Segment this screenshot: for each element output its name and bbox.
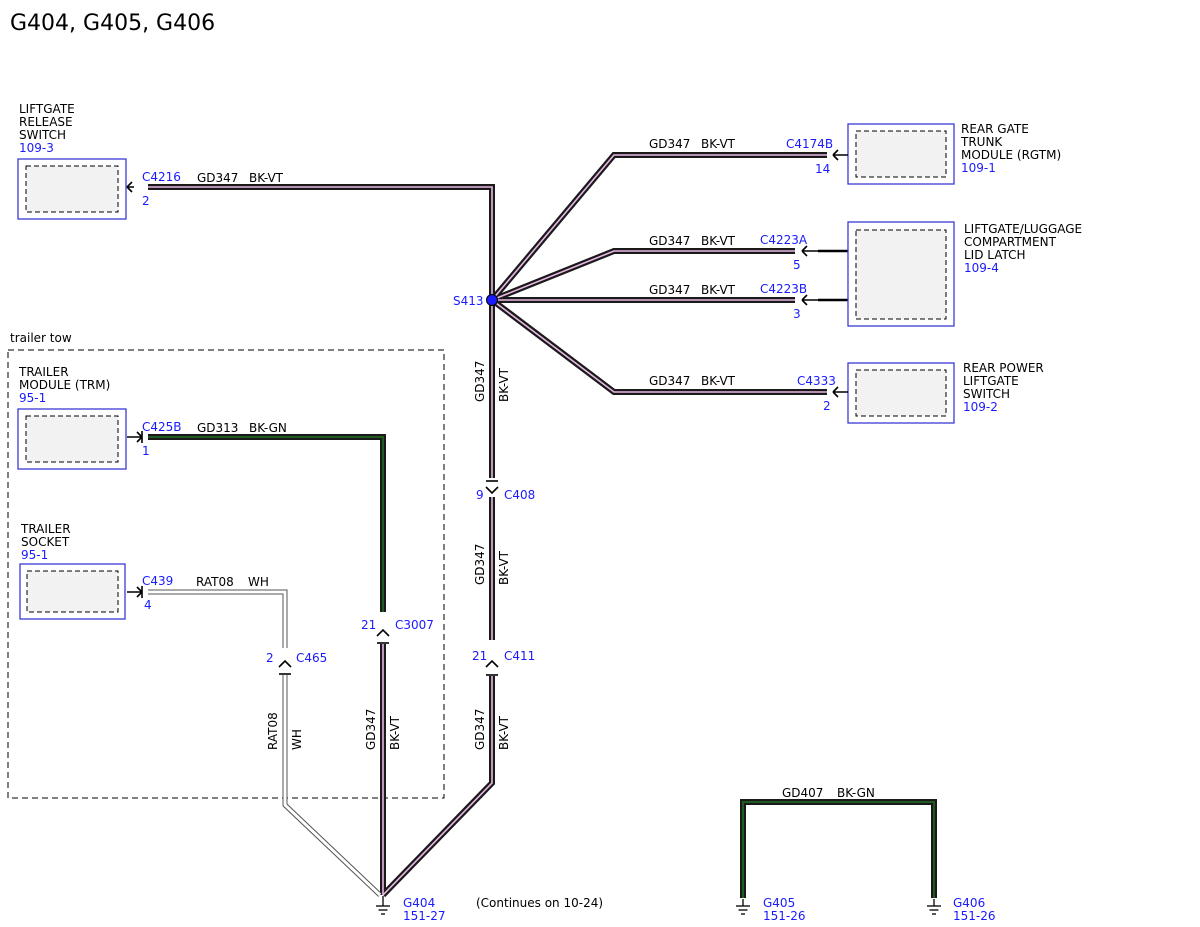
connector-bars xyxy=(279,480,498,676)
socket-name-2: SOCKET xyxy=(21,535,70,549)
w-trm-circuit: GD313 xyxy=(197,421,238,435)
c3007-pin: 21 xyxy=(361,618,376,632)
w-g405-g406-circuit: GD407 xyxy=(782,786,823,800)
ground-g404-symbol xyxy=(376,896,390,915)
c4174b-id: C4174B xyxy=(786,137,833,151)
w-c4216-circuit: GD347 xyxy=(197,171,238,185)
c465-id: C465 xyxy=(296,651,327,665)
g404-id: G404 xyxy=(403,896,435,910)
c4333-id: C4333 xyxy=(797,374,836,388)
c4223a-id: C4223A xyxy=(760,233,808,247)
connector-symbols xyxy=(126,149,848,668)
w-c465-g404-color: WH xyxy=(290,729,304,750)
w-s413-c408-circuit: GD347 xyxy=(473,361,487,402)
bk-vt-wires xyxy=(148,152,827,898)
c4174b-pin: 14 xyxy=(815,162,830,176)
splice-s413 xyxy=(486,294,498,306)
component-rear-power-liftgate-switch xyxy=(847,362,955,424)
latch-stubs xyxy=(818,249,848,302)
w-rgtm-color: BK-VT xyxy=(701,137,736,151)
socket-ref: 95-1 xyxy=(21,548,48,562)
w-c4333-color: BK-VT xyxy=(701,374,736,388)
rgtm-name-2: TRUNK xyxy=(960,135,1003,149)
component-trm xyxy=(17,408,127,470)
g404-ref: 151-27 xyxy=(403,909,446,923)
splice-s413-label: S413 xyxy=(453,294,484,308)
w-c4223b-color: BK-VT xyxy=(701,283,736,297)
c439-pin: 4 xyxy=(144,598,152,612)
ground-g405-symbol xyxy=(736,899,750,915)
rgtm-name-3: MODULE (RGTM) xyxy=(961,148,1061,162)
w-c408-c411-color: BK-VT xyxy=(497,550,511,585)
latch-name-2: COMPARTMENT xyxy=(964,235,1057,249)
socket-name-1: TRAILER xyxy=(20,522,71,536)
latch-name-3: LID LATCH xyxy=(964,248,1026,262)
c4223b-pin: 3 xyxy=(793,307,801,321)
trailer-tow-label: trailer tow xyxy=(10,331,72,345)
continues-note: (Continues on 10-24) xyxy=(476,896,603,910)
w-c465-g404-circuit: RAT08 xyxy=(266,712,280,750)
w-g405-g406-color: BK-GN xyxy=(837,786,875,800)
c4216-pin: 2 xyxy=(142,194,150,208)
liftgate-release-name-3: SWITCH xyxy=(19,128,66,142)
c439-id: C439 xyxy=(142,574,173,588)
rear-power-name-2: LIFTGATE xyxy=(963,374,1019,388)
g405-id: G405 xyxy=(763,896,795,910)
page-title: G404, G405, G406 xyxy=(10,11,215,36)
liftgate-release-ref: 109-3 xyxy=(19,141,54,155)
c4223b-id: C4223B xyxy=(760,282,807,296)
w-trm-color: BK-GN xyxy=(249,421,287,435)
trm-ref: 95-1 xyxy=(19,391,46,405)
trm-name-2: MODULE (TRM) xyxy=(19,378,110,392)
w-socket-circuit: RAT08 xyxy=(196,575,234,589)
c408-id: C408 xyxy=(504,488,535,502)
w-c3007-g404-color: BK-VT xyxy=(388,715,402,750)
c425b-pin: 1 xyxy=(142,444,150,458)
c4333-pin: 2 xyxy=(823,399,831,413)
c411-id: C411 xyxy=(504,649,535,663)
component-liftgate-latch xyxy=(847,221,955,327)
liftgate-release-name-1: LIFTGATE xyxy=(19,102,75,116)
c465-pin: 2 xyxy=(266,651,274,665)
rear-power-ref: 109-2 xyxy=(963,400,998,414)
w-rgtm-circuit: GD347 xyxy=(649,137,690,151)
component-trailer-socket xyxy=(19,563,126,620)
w-c4216-color: BK-VT xyxy=(249,171,284,185)
w-c408-c411-circuit: GD347 xyxy=(473,544,487,585)
rear-power-name-1: REAR POWER xyxy=(963,361,1044,375)
latch-name-1: LIFTGATE/LUGGAGE xyxy=(964,222,1082,236)
w-s413-c408-color: BK-VT xyxy=(497,367,511,402)
w-c4223a-circuit: GD347 xyxy=(649,234,690,248)
w-c411-g404-circuit: GD347 xyxy=(473,709,487,750)
rear-power-name-3: SWITCH xyxy=(963,387,1010,401)
w-c4223b-circuit: GD347 xyxy=(649,283,690,297)
g406-ref: 151-26 xyxy=(953,909,996,923)
c3007-id: C3007 xyxy=(395,618,434,632)
c411-pin: 21 xyxy=(472,649,487,663)
liftgate-release-name-2: RELEASE xyxy=(19,115,73,129)
c4223a-pin: 5 xyxy=(793,258,801,272)
wh-wires xyxy=(148,589,382,897)
component-rgtm xyxy=(847,123,955,185)
g406-id: G406 xyxy=(953,896,985,910)
ground-g406-symbol xyxy=(927,899,941,915)
rgtm-ref: 109-1 xyxy=(961,161,996,175)
rgtm-name-1: REAR GATE xyxy=(961,122,1029,136)
w-c4223a-color: BK-VT xyxy=(701,234,736,248)
latch-ref: 109-4 xyxy=(964,261,999,275)
component-liftgate-release-switch xyxy=(17,158,127,220)
g405-ref: 151-26 xyxy=(763,909,806,923)
w-socket-color: WH xyxy=(248,575,269,589)
w-c4333-circuit: GD347 xyxy=(649,374,690,388)
bk-gn-wires xyxy=(148,434,937,898)
trailer-tow-region xyxy=(7,349,445,799)
c408-pin: 9 xyxy=(476,488,484,502)
c4216-id: C4216 xyxy=(142,170,181,184)
trm-name-1: TRAILER xyxy=(18,365,69,379)
w-c3007-g404-circuit: GD347 xyxy=(364,709,378,750)
c425b-id: C425B xyxy=(142,420,182,434)
w-c411-g404-color: BK-VT xyxy=(497,715,511,750)
